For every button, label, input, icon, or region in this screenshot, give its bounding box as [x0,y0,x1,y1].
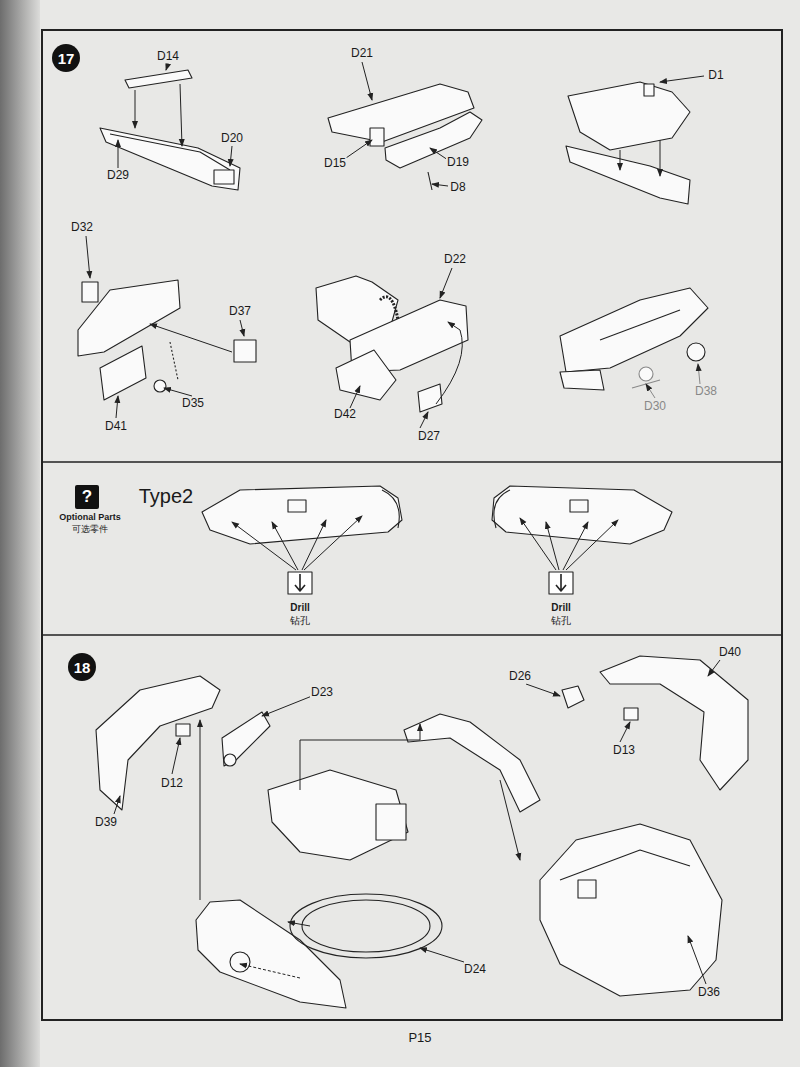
part-label: Drill [550,602,571,613]
part-label: D24 [463,963,487,976]
part-label: D1 [707,69,724,82]
part-label: D22 [443,253,467,266]
part-label: D15 [323,157,347,170]
node-text: 18 [74,659,91,676]
part-label: D39 [94,816,118,829]
node-text: ? [82,487,92,507]
part-label: D23 [310,686,334,699]
part-label: D40 [718,646,742,659]
part-label: 钻孔 [550,615,572,626]
step-number: 18 [68,653,96,681]
optional-icon: ? [75,485,99,509]
part-label: D32 [70,221,94,234]
part-label: D38 [694,385,718,398]
part-label: D41 [104,420,128,433]
part-label: D42 [333,408,357,421]
part-label: 可选零件 [71,525,109,535]
part-label: D12 [160,777,184,790]
part-label: D37 [228,305,252,318]
part-label: D27 [417,430,441,443]
part-label: D35 [181,397,205,410]
part-label: D19 [446,156,470,169]
part-label: D29 [106,169,130,182]
part-label: D14 [156,50,180,63]
step-number: 17 [52,44,80,72]
part-label: 钻孔 [289,615,311,626]
part-label: D20 [220,132,244,145]
part-label: Type2 [138,485,194,507]
part-label: D8 [449,181,466,194]
part-label: D26 [508,670,532,683]
part-label: D30 [643,400,667,413]
part-label: Optional Parts [58,513,122,523]
node-text: 17 [58,50,75,67]
part-label: P15 [407,1031,432,1045]
part-label: Drill [289,602,310,613]
part-label: D21 [350,47,374,60]
part-label: D13 [612,744,636,757]
part-label: D36 [697,986,721,999]
